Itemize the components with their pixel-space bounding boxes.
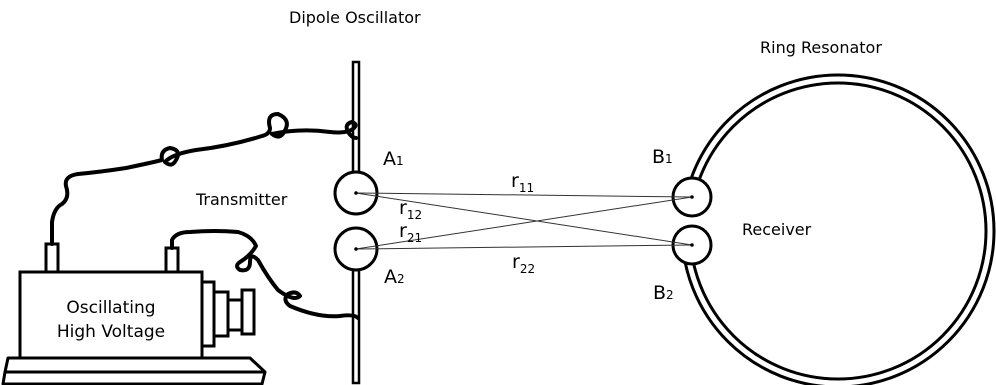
label-a1-sub: 1: [396, 154, 404, 168]
label-a1-base: A: [383, 148, 396, 170]
source-knob-3: [226, 298, 244, 332]
label-r12: r12: [399, 197, 422, 222]
source-knob-2: [212, 290, 230, 338]
label-b1-base: B: [652, 146, 666, 168]
label-a2-base: A: [384, 266, 397, 288]
label-r22: r22: [512, 251, 535, 276]
label-r22-sub: 22: [519, 262, 536, 276]
line-r12: [355, 192, 693, 246]
dipole-rod-lower: [351, 268, 361, 385]
label-r21: r21: [399, 220, 422, 245]
label-b2-base: B: [653, 282, 667, 304]
dot-a1: [354, 191, 358, 195]
ring-outer: [680, 73, 996, 385]
label-r11-base: r: [511, 170, 519, 192]
label-source: Oscillating High Voltage: [20, 296, 202, 344]
dot-b1: [690, 195, 694, 199]
label-receiver: Receiver: [742, 220, 812, 239]
label-b1-sub: 1: [665, 152, 673, 166]
ring-inner: [688, 81, 988, 381]
label-b2: B2: [653, 284, 674, 303]
label-a2: A2: [384, 268, 405, 287]
label-r12-base: r: [399, 197, 407, 219]
dot-b2: [690, 243, 694, 247]
line-r11: [355, 192, 693, 198]
source-knob-1: [200, 280, 216, 348]
label-b2-sub: 2: [666, 288, 674, 302]
source-base: [1, 356, 267, 385]
source-knob-4: [240, 288, 256, 336]
source-terminal-right: [164, 246, 180, 274]
label-r21-sub: 21: [406, 231, 423, 245]
label-r11: r11: [511, 170, 534, 195]
source-box: [18, 270, 204, 360]
label-r11-sub: 11: [518, 181, 535, 195]
label-b1: B1: [652, 148, 673, 167]
label-source-line2: High Voltage: [56, 322, 166, 342]
source-terminal-left: [44, 242, 60, 274]
label-r22-base: r: [512, 251, 520, 273]
wire-lower: [170, 229, 360, 320]
dot-a2: [354, 247, 358, 251]
line-r21: [355, 196, 693, 250]
title-ring-resonator: Ring Resonator: [760, 38, 882, 57]
label-a1: A1: [383, 150, 404, 169]
line-r22: [355, 244, 693, 250]
label-transmitter: Transmitter: [196, 190, 288, 209]
label-r12-sub: 12: [406, 208, 423, 222]
label-a2-sub: 2: [397, 272, 405, 286]
wire-upper: [50, 112, 358, 246]
label-r21-base: r: [399, 220, 407, 242]
title-dipole-oscillator: Dipole Oscillator: [289, 8, 421, 27]
label-source-line1: Oscillating: [66, 298, 156, 318]
